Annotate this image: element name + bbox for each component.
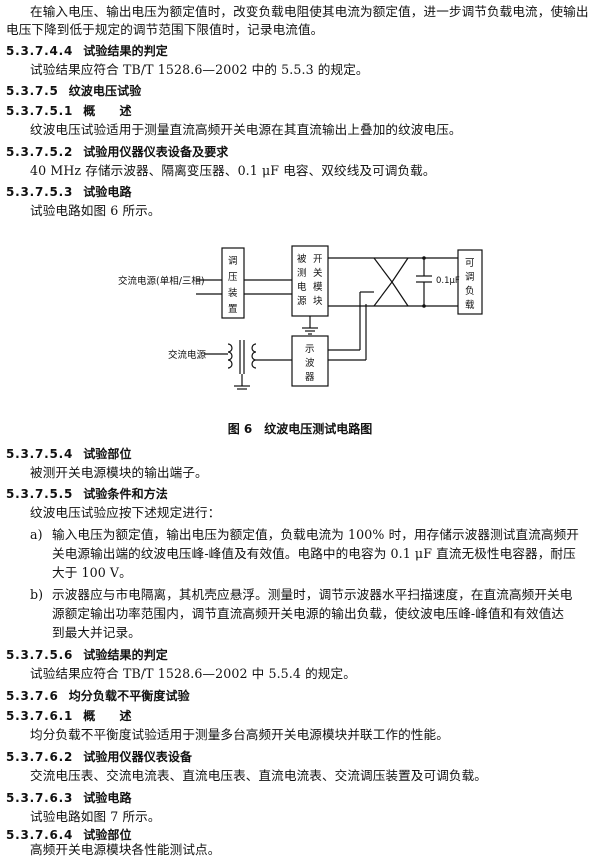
psu-char: 源 <box>297 296 307 307</box>
list-label: b) <box>30 587 44 602</box>
ac-source-label: 交流电源(单相/三相) <box>118 275 205 287</box>
psu-char: 关 <box>313 267 323 279</box>
psu-char: 模 <box>313 281 323 293</box>
section-title: 试验电路 <box>83 791 132 805</box>
section-title: 试验条件和方法 <box>83 487 168 501</box>
psu-char: 测 <box>297 268 307 279</box>
section-title: 试验电路 <box>83 185 132 199</box>
section-number: 5.3.7.6.1 <box>6 709 74 723</box>
figure-number: 图 6 <box>227 422 253 436</box>
section-number: 5.3.7.5 <box>6 84 59 98</box>
section-heading: 5.3.7.5.6 试验结果的判定 <box>6 647 596 663</box>
oscilloscope-box <box>291 335 329 387</box>
psu-char: 块 <box>313 295 323 307</box>
paragraph-line: 试验结果应符合 TB/T 1528.6—2002 中 5.5.4 的规定。 <box>30 666 356 681</box>
scope-char: 波 <box>305 357 315 369</box>
psu-char: 电 <box>297 281 307 293</box>
section-number: 5.3.7.5.2 <box>6 145 74 159</box>
section-title: 试验结果的判定 <box>83 648 168 662</box>
section-number: 5.3.7.6.3 <box>6 791 74 805</box>
section-heading: 5.3.7.5.5 试验条件和方法 <box>6 486 596 502</box>
section-number: 5.3.7.6.4 <box>6 828 74 842</box>
section-title: 试验部位 <box>83 447 132 461</box>
scope-char: 示 <box>305 344 315 355</box>
figure-caption: 图 6 纹波电压测试电路图 <box>0 420 600 437</box>
list-text: 源额定输出功率范围内，调节直流高频开关电源的输出负载，使纹波电压峰-峰值和有效值… <box>52 606 565 621</box>
section-number: 5.3.7.5.3 <box>6 185 74 199</box>
ac-source-label: 交流电源 <box>168 349 207 361</box>
regulator-char: 装 <box>228 287 238 299</box>
section-number: 5.3.7.4.4 <box>6 44 74 58</box>
section-heading: 5.3.7.6.3 试验电路 <box>6 790 596 806</box>
section-title: 概 述 <box>83 104 132 118</box>
scope-char: 器 <box>305 372 315 383</box>
section-title: 概 述 <box>83 709 132 723</box>
section-heading: 5.3.7.4.4 试验结果的判定 <box>6 43 596 59</box>
regulator-char: 压 <box>228 272 238 283</box>
section-number: 5.3.7.5.5 <box>6 487 74 501</box>
section-number: 5.3.7.6 <box>6 689 59 703</box>
section-heading: 5.3.7.6.1 概 述 <box>6 708 596 724</box>
section-number: 5.3.7.5.4 <box>6 447 74 461</box>
load-char: 负 <box>465 285 475 297</box>
paragraph-line: 交流电压表、交流电流表、直流电压表、直流电流表、交流调压装置及可调负载。 <box>30 768 487 783</box>
paragraph-line: 在输入电压、输出电压为额定值时，改变负载电阻使其电流为额定值，进一步调节负载电流… <box>30 4 589 19</box>
capacitor-label: 0.1μF <box>436 276 460 286</box>
paragraph-line: 均分负载不平衡度试验适用于测量多台高频开关电源模块并联工作的性能。 <box>30 727 449 742</box>
section-heading: 5.3.7.5.4 试验部位 <box>6 446 596 462</box>
figure-title: 纹波电压测试电路图 <box>264 422 373 436</box>
section-number: 5.3.7.6.2 <box>6 750 74 764</box>
section-heading: 5.3.7.6 均分负载不平衡度试验 <box>6 688 596 704</box>
section-heading: 5.3.7.5.3 试验电路 <box>6 184 596 200</box>
section-heading: 5.3.7.5 纹波电压试验 <box>6 83 596 99</box>
list-label: a) <box>30 527 43 542</box>
regulator-box <box>221 247 245 319</box>
section-title: 试验用仪器仪表设备及要求 <box>83 145 229 159</box>
ripple-test-circuit-diagram: 交流电源(单相/三相) 调 压 装 置 被 测 电 源 开 关 模 块 0.1μ… <box>118 245 483 390</box>
paragraph-line: 试验电路如图 7 所示。 <box>30 809 161 824</box>
section-title: 试验结果的判定 <box>83 44 168 58</box>
regulator-char: 调 <box>228 256 238 267</box>
paragraph-line: 40 MHz 存储示波器、隔离变压器、0.1 μF 电容、双绞线及可调负载。 <box>30 163 436 178</box>
load-char: 载 <box>465 299 475 311</box>
section-title: 纹波电压试验 <box>68 84 142 98</box>
section-title: 均分负载不平衡度试验 <box>68 689 190 703</box>
load-char: 调 <box>465 272 475 283</box>
list-text: 关电源输出端的纹波电压峰-峰值及有效值。电路中的电容为 0.1 μF 直流无极性… <box>52 546 576 561</box>
section-title: 试验部位 <box>83 828 132 842</box>
section-heading: 5.3.7.5.1 概 述 <box>6 103 596 119</box>
paragraph-line: 试验电路如图 6 所示。 <box>30 203 161 218</box>
section-heading: 5.3.7.6.4 试验部位 <box>6 827 596 843</box>
psu-char: 被 <box>297 253 307 265</box>
list-text: 示波器应与市电隔离，其机壳应悬浮。测量时，调节示波器水平扫描速度，在直流高频开关… <box>52 587 573 602</box>
paragraph-line: 电压下降到低于规定的调节范围下限值时，记录电流值。 <box>6 22 324 37</box>
list-item: a) 输入电压为额定值，输出电压为额定值，负载电流为 100% 时，用存储示波器测… <box>30 527 596 543</box>
section-number: 5.3.7.5.1 <box>6 104 74 118</box>
paragraph-line: 被测开关电源模块的输出端子。 <box>30 465 208 480</box>
list-item: b) 示波器应与市电隔离，其机壳应悬浮。测量时，调节示波器水平扫描速度，在直流高频… <box>30 587 596 603</box>
paragraph-line: 试验结果应符合 TB/T 1528.6—2002 中的 5.5.3 的规定。 <box>30 62 369 77</box>
load-char: 可 <box>465 258 475 269</box>
list-text: 到最大并记录。 <box>52 625 141 640</box>
paragraph-line: 高频开关电源模块各性能测试点。 <box>30 842 221 857</box>
regulator-char: 置 <box>228 304 238 315</box>
adjustable-load-box <box>457 249 483 315</box>
section-number: 5.3.7.5.6 <box>6 648 74 662</box>
list-text: 大于 100 V。 <box>52 565 132 580</box>
list-text: 输入电压为额定值，输出电压为额定值，负载电流为 100% 时，用存储示波器测试直… <box>52 527 579 542</box>
psu-char: 开 <box>313 254 323 265</box>
paragraph-line: 纹波电压试验适用于测量直流高频开关电源在其直流输出上叠加的纹波电压。 <box>30 122 462 137</box>
section-title: 试验用仪器仪表设备 <box>83 750 193 764</box>
paragraph-line: 纹波电压试验应按下述规定进行： <box>30 505 221 520</box>
section-heading: 5.3.7.5.2 试验用仪器仪表设备及要求 <box>6 144 596 160</box>
section-heading: 5.3.7.6.2 试验用仪器仪表设备 <box>6 749 596 765</box>
